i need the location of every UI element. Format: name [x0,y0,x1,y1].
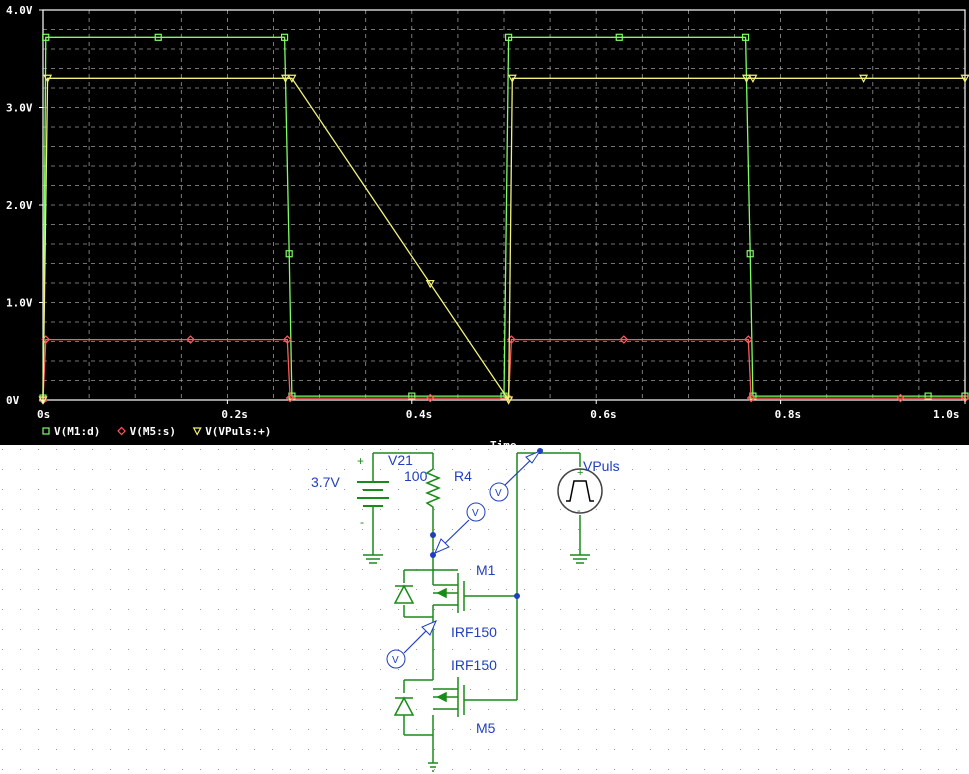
resistor-value-label: 100 [404,468,428,484]
data-point-marker [285,250,293,258]
pulse-source-vpuls[interactable] [557,468,603,514]
voltage-probe-source[interactable]: V [386,620,437,669]
data-point-marker [154,33,162,41]
waveform-plot: 0s 0.2s 0.4s 0.6s 0.8s 1.0s 0V 1.0V 2.0V 3.0V 4.0V… [6,4,969,445]
pulse-source-name: VPuls [583,458,620,474]
node-dot [430,532,436,538]
data-point-marker [43,74,53,84]
x-tick-label: 0.4s [406,408,433,421]
resistor-name-label: R4 [454,468,472,484]
data-point-marker [186,335,195,344]
probe-gate-letter: V [495,488,502,499]
data-point-marker [282,335,292,344]
series-0 [39,33,969,402]
mosfet-top-name: M1 [476,562,496,578]
plot-legend: V(M1:d) V(M5:s) V(VPuls:+) [42,425,271,438]
battery-name-label: V21 [388,452,413,468]
data-point-marker [741,74,751,84]
data-point-marker [924,392,932,400]
data-point-marker [504,396,514,405]
voltage-probe-drain[interactable]: V [434,502,486,554]
plot-series [38,33,969,405]
data-point-marker [117,426,126,436]
data-point-marker [746,250,754,258]
data-point-marker [859,74,869,84]
node-dot [514,593,520,599]
probe-plot-panel: 0s 0.2s 0.4s 0.6s 0.8s 1.0s 0V 1.0V 2.0V 3.0V 4.0V… [0,0,969,445]
schematic-panel: + - 3.7V V21 100 R4 [0,445,969,774]
x-axis-label: Time [490,439,517,445]
data-point-marker [961,392,969,400]
resistor-r4[interactable] [425,453,441,535]
plot-tick-labels: 0s 0.2s 0.4s 0.6s 0.8s 1.0s 0V 1.0V 2.0V 3.0V 4.0V… [6,4,966,445]
mosfet-bottom-name: M5 [476,720,496,736]
y-tick-label: 4.0V [6,4,33,17]
data-point-marker [425,280,435,289]
data-point-marker [287,74,297,84]
data-point-marker [615,33,623,41]
data-point-marker [192,427,202,436]
mosfet-top-model: IRF150 [451,624,497,640]
y-tick-label: 3.0V [6,102,33,115]
legend-entry: V(M5:s) [130,425,176,438]
battery-plus-sign: + [357,454,364,468]
series-2 [38,74,969,405]
data-point-marker [408,392,416,400]
battery-minus-sign: - [360,515,364,529]
y-tick-label: 0V [6,394,20,407]
x-tick-label: 1.0s [933,408,960,421]
mosfet-m1[interactable] [433,573,465,613]
data-point-marker [42,33,50,41]
data-point-marker [505,33,513,41]
mosfet-bottom-model: IRF150 [451,657,497,673]
x-tick-label: 0.8s [775,408,802,421]
probe-source-letter: V [392,655,399,666]
data-point-marker [425,393,435,403]
data-point-marker [960,74,969,84]
data-point-marker [619,335,629,344]
voltage-probe-gate[interactable]: V [489,449,542,502]
series-line [42,36,965,399]
pulse-plus-sign: + [577,467,583,479]
data-point-marker [743,335,753,344]
circuit-schematic: + - 3.7V V21 100 R4 [0,445,969,774]
data-point-marker [746,393,756,403]
pulse-minus-sign: - [577,505,581,517]
x-tick-label: 0.6s [590,408,617,421]
y-tick-label: 2.0V [6,199,33,212]
battery-voltage-label: 3.7V [311,474,340,490]
data-point-marker [42,427,50,435]
legend-entry: V(M1:d) [54,425,100,438]
data-point-marker [285,393,295,403]
data-point-marker [896,393,905,403]
schematic-dot-grid [0,445,969,774]
data-point-marker [280,33,289,41]
data-point-marker [748,74,758,84]
legend-entry: V(VPuls:+) [205,425,271,438]
data-point-marker [741,33,750,41]
diode-m5 [393,696,415,716]
x-tick-label: 0s [37,408,50,421]
y-tick-label: 1.0V [6,297,33,310]
probe-drain-letter: V [472,508,479,519]
data-point-marker [507,74,517,84]
mosfet-m5[interactable] [433,677,465,717]
diode-m1 [393,584,415,604]
x-tick-label: 0.2s [221,408,248,421]
plot-grid [43,10,965,400]
battery-v21[interactable] [357,452,433,564]
data-point-marker [280,74,290,84]
schematic-wires [403,452,590,772]
